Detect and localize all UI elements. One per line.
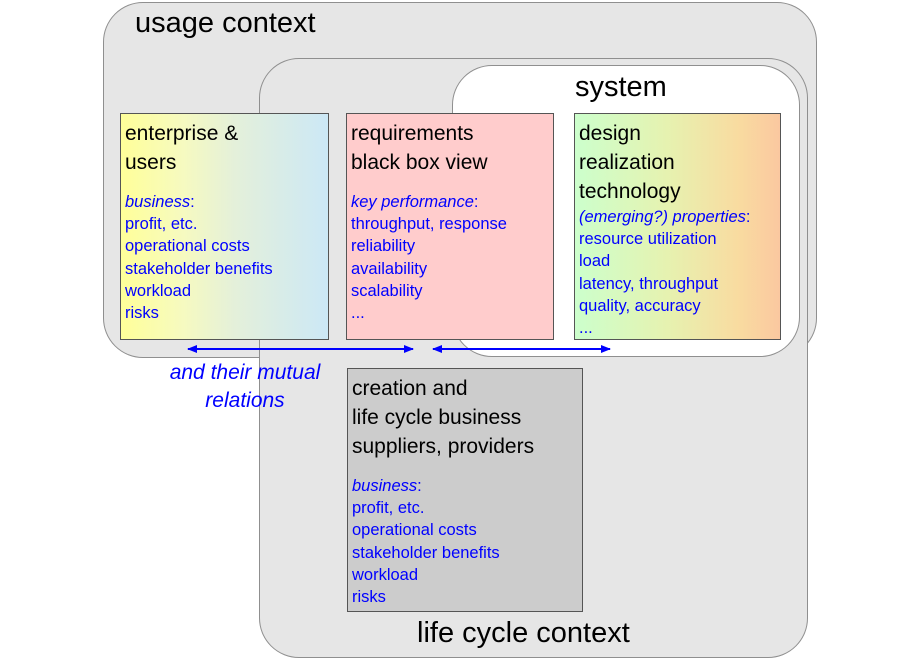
enterprise-box-title: enterprise & users <box>125 119 324 177</box>
list-item: workload <box>125 281 192 300</box>
subtitle-text: business <box>125 193 191 211</box>
list-item: operational costs <box>125 237 250 256</box>
subtitle-colon: : <box>745 208 751 226</box>
list-item: workload <box>352 565 419 584</box>
design-title-line: design <box>579 122 641 145</box>
list-item: ... <box>351 304 365 323</box>
list-item: risks <box>352 588 386 607</box>
list-item: risks <box>125 304 159 323</box>
design-box: design realization technology (emerging?… <box>574 113 781 340</box>
enterprise-item-list: profit, etc. operational costs stakehold… <box>125 213 324 324</box>
creation-item-list: profit, etc. operational costs stakehold… <box>352 497 578 608</box>
list-item: profit, etc. <box>125 215 198 233</box>
relations-label-line: and their mutual <box>169 361 321 384</box>
life-cycle-context-label: life cycle context <box>417 617 630 649</box>
mutual-relations-label: and their mutual relations <box>140 359 350 415</box>
list-item: availability <box>351 259 428 278</box>
creation-lifecycle-box: creation and life cycle business supplie… <box>347 368 583 612</box>
list-item: latency, throughput <box>579 274 719 293</box>
requirements-box: requirements black box view key performa… <box>346 113 554 340</box>
enterprise-title-line: users <box>125 151 177 174</box>
list-item: throughput, response <box>351 215 507 233</box>
enterprise-box-subtitle: business: <box>125 191 324 213</box>
list-item: reliability <box>351 237 416 256</box>
list-item: stakeholder benefits <box>125 259 273 278</box>
requirements-box-title: requirements black box view <box>351 119 549 177</box>
list-item: quality, accuracy <box>579 296 701 315</box>
creation-box-subtitle: business: <box>352 475 578 497</box>
requirements-box-subtitle: key performance: <box>351 191 549 213</box>
creation-title-line: creation and <box>352 377 468 400</box>
requirements-item-list: throughput, response reliability availab… <box>351 213 549 324</box>
design-box-title: design realization technology <box>579 119 776 206</box>
system-label: system <box>575 71 667 103</box>
list-item: load <box>579 252 611 271</box>
design-title-line: realization <box>579 151 675 174</box>
subtitle-text: (emerging?) properties <box>579 208 746 226</box>
relations-label-line: relations <box>205 389 285 412</box>
list-item: ... <box>579 319 593 338</box>
subtitle-text: business <box>352 477 418 495</box>
enterprise-users-box: enterprise & users business: profit, etc… <box>120 113 329 340</box>
design-item-list: resource utilization load latency, throu… <box>579 228 776 339</box>
usage-context-label: usage context <box>135 7 316 39</box>
list-item: operational costs <box>352 521 477 540</box>
subtitle-colon: : <box>190 193 195 211</box>
list-item: stakeholder benefits <box>352 543 500 562</box>
requirements-title-line: requirements <box>351 122 474 145</box>
list-item: scalability <box>351 281 423 300</box>
design-title-line: technology <box>579 180 681 203</box>
creation-box-title: creation and life cycle business supplie… <box>352 374 578 461</box>
subtitle-colon: : <box>417 477 422 495</box>
list-item: resource utilization <box>579 230 717 248</box>
enterprise-title-line: enterprise & <box>125 122 239 145</box>
design-box-subtitle: (emerging?) properties: <box>579 206 776 228</box>
creation-title-line: life cycle business <box>352 406 522 429</box>
list-item: profit, etc. <box>352 499 425 517</box>
creation-title-line: suppliers, providers <box>352 435 535 458</box>
subtitle-text: key performance <box>351 193 474 211</box>
subtitle-colon: : <box>473 193 479 211</box>
requirements-title-line: black box view <box>351 151 488 174</box>
